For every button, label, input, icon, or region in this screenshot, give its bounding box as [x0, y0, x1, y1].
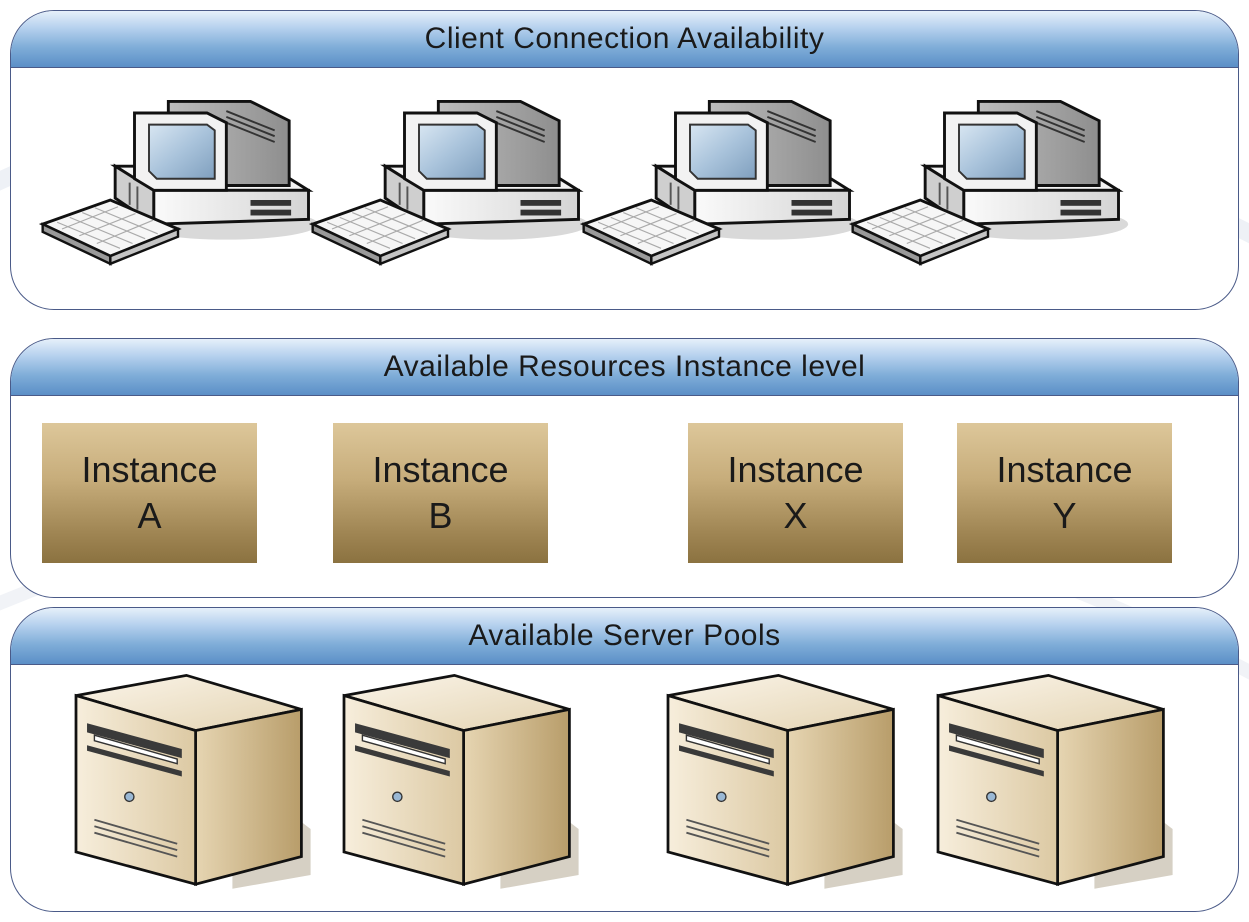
client-connection-layer: Client Connection Availability: [10, 10, 1239, 310]
tower-server-icon: [74, 673, 313, 891]
instance-layer-title: Available Resources Instance level: [11, 339, 1238, 396]
instance-b-box: Instance B: [333, 423, 548, 563]
server-layer-title: Available Server Pools: [11, 608, 1238, 665]
instance-id: A: [137, 495, 162, 536]
server-pools-layer: Available Server Pools: [10, 607, 1239, 912]
tower-server-icon: [342, 673, 581, 891]
workstation-icon: [582, 99, 861, 266]
workstation-icon: [41, 99, 320, 266]
instance-a-box: Instance A: [42, 423, 257, 563]
instance-label: Instance: [727, 449, 864, 490]
instance-x-box: Instance X: [688, 423, 903, 563]
instance-id: B: [428, 495, 453, 536]
client-layer-title: Client Connection Availability: [11, 11, 1238, 68]
instance-y-box: Instance Y: [957, 423, 1172, 563]
instance-label: Instance: [372, 449, 509, 490]
instance-id: X: [783, 495, 808, 536]
instance-resources-layer: Available Resources Instance level Insta…: [10, 338, 1239, 598]
workstation-icon: [311, 99, 590, 266]
tower-server-icon: [936, 673, 1175, 891]
instance-label: Instance: [996, 449, 1133, 490]
instance-label: Instance: [81, 449, 218, 490]
tower-server-icon: [666, 673, 905, 891]
instance-id: Y: [1052, 495, 1077, 536]
workstation-icon: [851, 99, 1130, 266]
